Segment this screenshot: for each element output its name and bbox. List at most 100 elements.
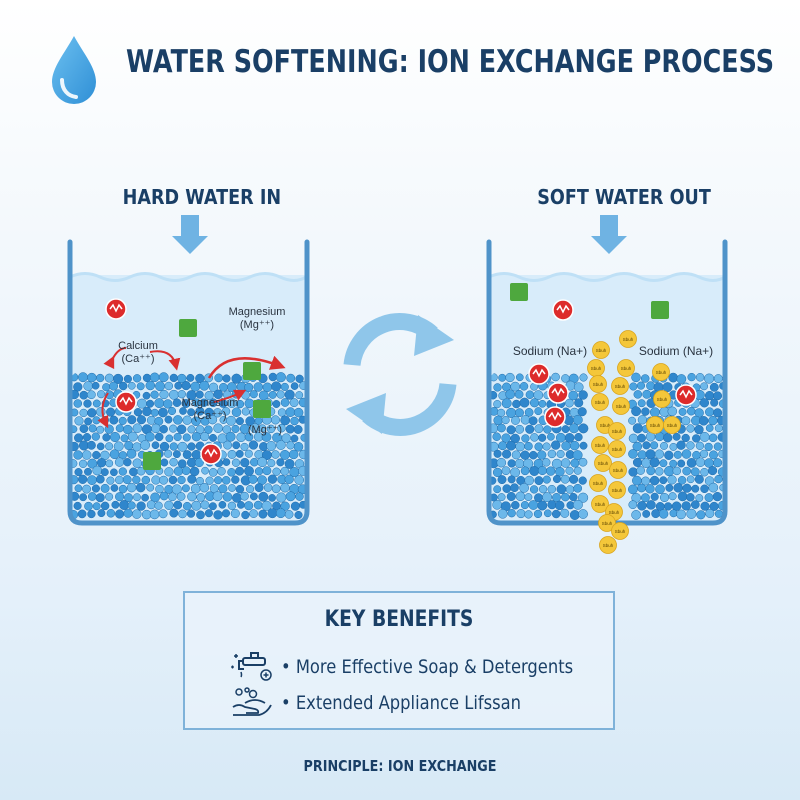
resin-bead <box>628 433 639 443</box>
resin-bead <box>217 467 226 476</box>
resin-bead <box>293 442 304 452</box>
resin-bead <box>280 415 291 426</box>
resin-bead <box>267 459 276 468</box>
resin-bead <box>97 509 106 518</box>
resin-bead <box>132 423 143 433</box>
resin-bead <box>169 457 178 467</box>
resin-bead <box>74 468 83 477</box>
resin-bead <box>698 416 709 426</box>
resin-bead <box>524 408 534 417</box>
resin-bead <box>213 510 223 520</box>
resin-bead <box>167 406 177 416</box>
resin-bead <box>574 432 583 442</box>
sodium-ion-text: Sbuh <box>600 423 611 428</box>
resin-bead <box>159 424 168 434</box>
resin-bead <box>96 425 105 434</box>
resin-bead <box>699 431 710 442</box>
sodium-ion <box>589 474 607 492</box>
resin-bead <box>151 423 161 434</box>
resin-bead <box>123 508 133 518</box>
resin-bead <box>694 474 704 484</box>
resin-bead <box>109 381 119 391</box>
left-ions <box>97 298 286 470</box>
resin-bead <box>110 468 118 477</box>
resin-bead <box>257 457 268 468</box>
resin-bead <box>682 483 692 493</box>
resin-bead <box>87 509 96 519</box>
resin-bead <box>547 432 555 441</box>
resin-bead <box>655 467 664 476</box>
resin-bead <box>150 408 159 417</box>
resin-bead <box>492 499 503 510</box>
resin-bead <box>79 493 88 502</box>
resin-bead <box>195 390 204 399</box>
resin-bead <box>165 434 174 443</box>
resin-bead <box>534 476 544 486</box>
resin-bead <box>663 502 673 511</box>
resin-bead <box>667 475 677 485</box>
resin-bead <box>668 372 679 383</box>
resin-bead <box>195 476 204 486</box>
right-resin-bed <box>489 372 725 520</box>
resin-bead <box>118 467 127 476</box>
resin-bead <box>151 475 161 485</box>
resin-bead <box>140 440 151 451</box>
resin-bead <box>713 442 723 451</box>
resin-bead <box>199 398 209 408</box>
resin-bead <box>573 483 583 493</box>
resin-bead <box>181 399 191 408</box>
resin-bead <box>258 509 268 519</box>
resin-bead <box>561 492 570 502</box>
resin-bead <box>123 458 132 467</box>
resin-bead <box>568 390 579 401</box>
resin-bead <box>570 458 580 468</box>
resin-bead <box>294 510 303 520</box>
resin-bead <box>92 450 101 460</box>
resin-bead <box>151 441 160 450</box>
resin-bead <box>565 466 574 475</box>
resin-bead <box>629 382 638 391</box>
resin-bead <box>280 482 290 493</box>
resin-bead <box>713 408 723 418</box>
resin-bead <box>204 509 213 518</box>
resin-bead <box>686 458 697 468</box>
mg-formula: (Mg⁺⁺) <box>247 424 283 436</box>
resin-bead <box>637 483 646 493</box>
resin-bead <box>253 500 263 510</box>
resin-bead <box>208 382 219 392</box>
resin-bead <box>293 425 303 434</box>
resin-bead <box>158 372 169 383</box>
resin-bead <box>659 492 670 503</box>
resin-bead <box>222 492 233 502</box>
resin-bead <box>505 389 516 400</box>
resin-bead <box>695 373 705 382</box>
resin-bead <box>705 407 715 417</box>
resin-bead <box>95 474 105 484</box>
benefit-text: • Extended Appliance Lifssan <box>281 692 522 714</box>
sodium-ion <box>612 397 630 415</box>
resin-bead <box>178 509 187 519</box>
resin-bead <box>687 372 696 382</box>
resin-bead <box>186 373 195 382</box>
resin-bead <box>572 414 583 425</box>
resin-bead <box>187 408 196 417</box>
resin-bead <box>231 424 240 433</box>
resin-bead <box>142 373 152 383</box>
resin-bead <box>641 476 651 486</box>
resin-bead <box>74 484 83 493</box>
resin-bead <box>665 483 674 492</box>
resin-bead <box>237 501 245 509</box>
sodium-label-left: Sodium (Na+) <box>512 344 588 358</box>
resin-bead <box>164 500 174 510</box>
resin-bead <box>249 492 258 501</box>
resin-bead <box>631 406 642 417</box>
sodium-ion <box>608 440 626 458</box>
resin-bead <box>493 485 502 494</box>
resin-bead <box>118 416 127 425</box>
resin-bead <box>700 467 709 477</box>
resin-bead <box>102 383 111 392</box>
resin-bead <box>187 442 196 451</box>
resin-bead <box>578 492 589 503</box>
resin-bead <box>628 500 638 510</box>
resin-bead <box>543 509 552 518</box>
